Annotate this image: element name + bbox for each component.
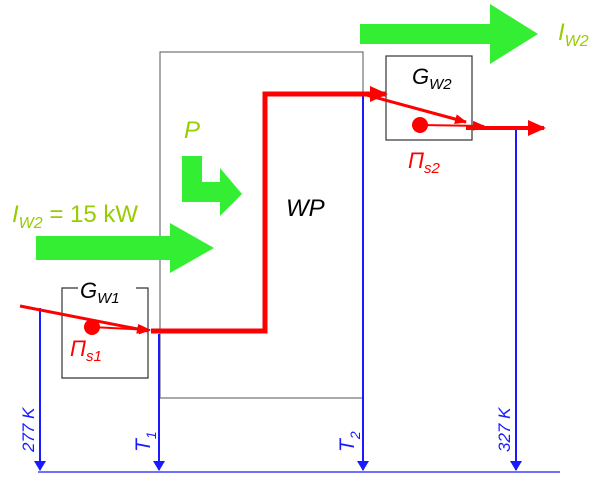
gw2-label: GW2 (412, 64, 452, 93)
power-arrow (182, 156, 242, 216)
flow-line-main (151, 86, 388, 334)
temp-label-327k: 327 K (495, 407, 514, 452)
pi-s2-dot (412, 117, 428, 133)
power-label: P (184, 117, 200, 144)
pi-s2-label: Πs2 (408, 148, 440, 177)
heat-arrow-top (360, 4, 538, 64)
pi-s1-arrow (91, 324, 151, 335)
gw1-label: GW1 (80, 278, 120, 307)
heat-pump-box (159, 51, 364, 399)
pi-s1-dot (84, 319, 100, 335)
heat-pump-label: WP (286, 195, 325, 222)
t2-label: T2 (336, 431, 363, 452)
gw1-box (61, 287, 149, 379)
iw2-left-label: IW2 = 15 kW (12, 201, 138, 232)
pi-s2-arrow (419, 120, 485, 131)
flow-line-gw2 (362, 92, 467, 124)
temp-label-277k: 277 K (19, 407, 38, 453)
pi-s1-label: Πs1 (70, 336, 102, 365)
t1-label: T1 (132, 431, 159, 452)
iw2-top-label: IW2 (558, 19, 589, 50)
heat-arrow-left (36, 223, 214, 273)
flow-line-inlet (19, 304, 149, 334)
